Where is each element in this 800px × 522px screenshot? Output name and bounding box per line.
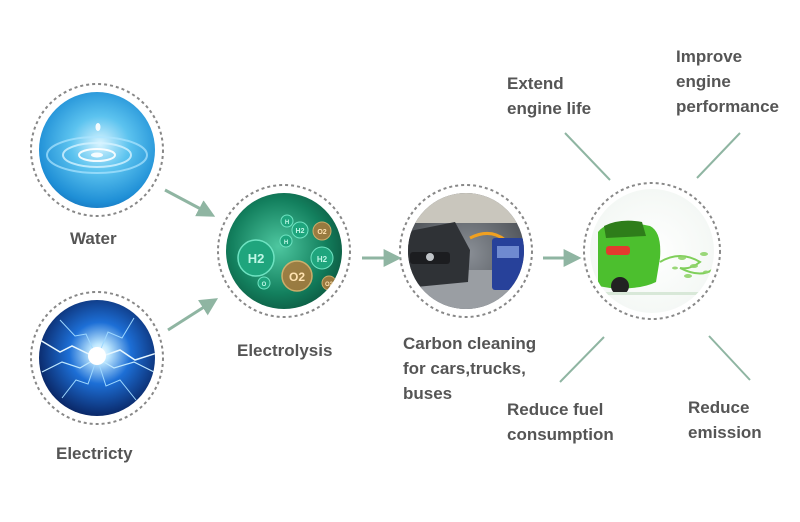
carbon-cleaning-node xyxy=(399,184,533,318)
bubble-text: O2 xyxy=(325,282,334,288)
connector-reduce-emission xyxy=(708,335,751,381)
flow-arrows xyxy=(164,188,582,332)
bubble-text: H xyxy=(285,220,289,226)
label-line: for cars,trucks, xyxy=(403,359,526,378)
connector-improve xyxy=(696,132,741,179)
label-line: engine life xyxy=(507,99,592,118)
electrolysis-image: H2 O2 H2 O2 H2 O2 H H O xyxy=(226,193,342,309)
reduce-fuel-consumption-label: Reduce fuel consumption xyxy=(507,397,614,447)
benefit-ring xyxy=(583,182,721,320)
water-node xyxy=(30,83,164,217)
label-line: Carbon cleaning xyxy=(403,334,537,353)
label-line: Improve xyxy=(676,47,743,66)
benefit-node xyxy=(583,182,721,320)
label-line: engine xyxy=(676,72,731,91)
electrolysis-node: H2 O2 H2 O2 H2 O2 H H O xyxy=(217,184,351,318)
electricity-label: Electricty xyxy=(56,444,133,463)
bubble-text: H2 xyxy=(248,251,265,266)
electricity-ring xyxy=(30,291,164,425)
extend-engine-life-label: Extend engine life xyxy=(507,71,591,121)
water-ring xyxy=(30,83,164,217)
green-car-image xyxy=(590,189,714,313)
water-image xyxy=(39,92,155,208)
carbon-cleaning-ring xyxy=(399,184,533,318)
bubble-text: H2 xyxy=(296,228,305,235)
label-line: Extend xyxy=(507,74,564,93)
bubble-text: O2 xyxy=(317,229,326,236)
electricity-node xyxy=(30,291,164,425)
improve-engine-performance-label: Improve engine performance xyxy=(676,44,779,119)
label-line: buses xyxy=(403,384,453,403)
label-line: Reduce xyxy=(688,398,750,417)
connector-reduce-fuel xyxy=(559,336,605,383)
label-line: performance xyxy=(676,97,779,116)
electrolysis-label: Electrolysis xyxy=(237,341,333,360)
carbon-cleaning-label: Carbon cleaning for cars,trucks, buses xyxy=(403,331,536,406)
electrolysis-ring xyxy=(217,184,351,318)
bubble-text: H xyxy=(284,240,288,246)
label-line: consumption xyxy=(507,425,614,444)
connector-extend xyxy=(564,132,611,181)
benefit-connectors xyxy=(559,132,751,383)
arrow-electricity-to-electrolysis xyxy=(167,298,219,332)
electricity-image xyxy=(39,300,155,416)
bubble-text: O2 xyxy=(289,270,305,284)
bubble-text: O xyxy=(262,282,267,288)
label-line: emission xyxy=(688,423,762,442)
arrow-water-to-electrolysis xyxy=(164,188,216,217)
water-label: Water xyxy=(70,229,117,248)
label-line: Reduce fuel xyxy=(507,400,604,419)
reduce-emission-label: Reduce emission xyxy=(688,395,762,445)
bubble-text: H2 xyxy=(317,255,328,264)
